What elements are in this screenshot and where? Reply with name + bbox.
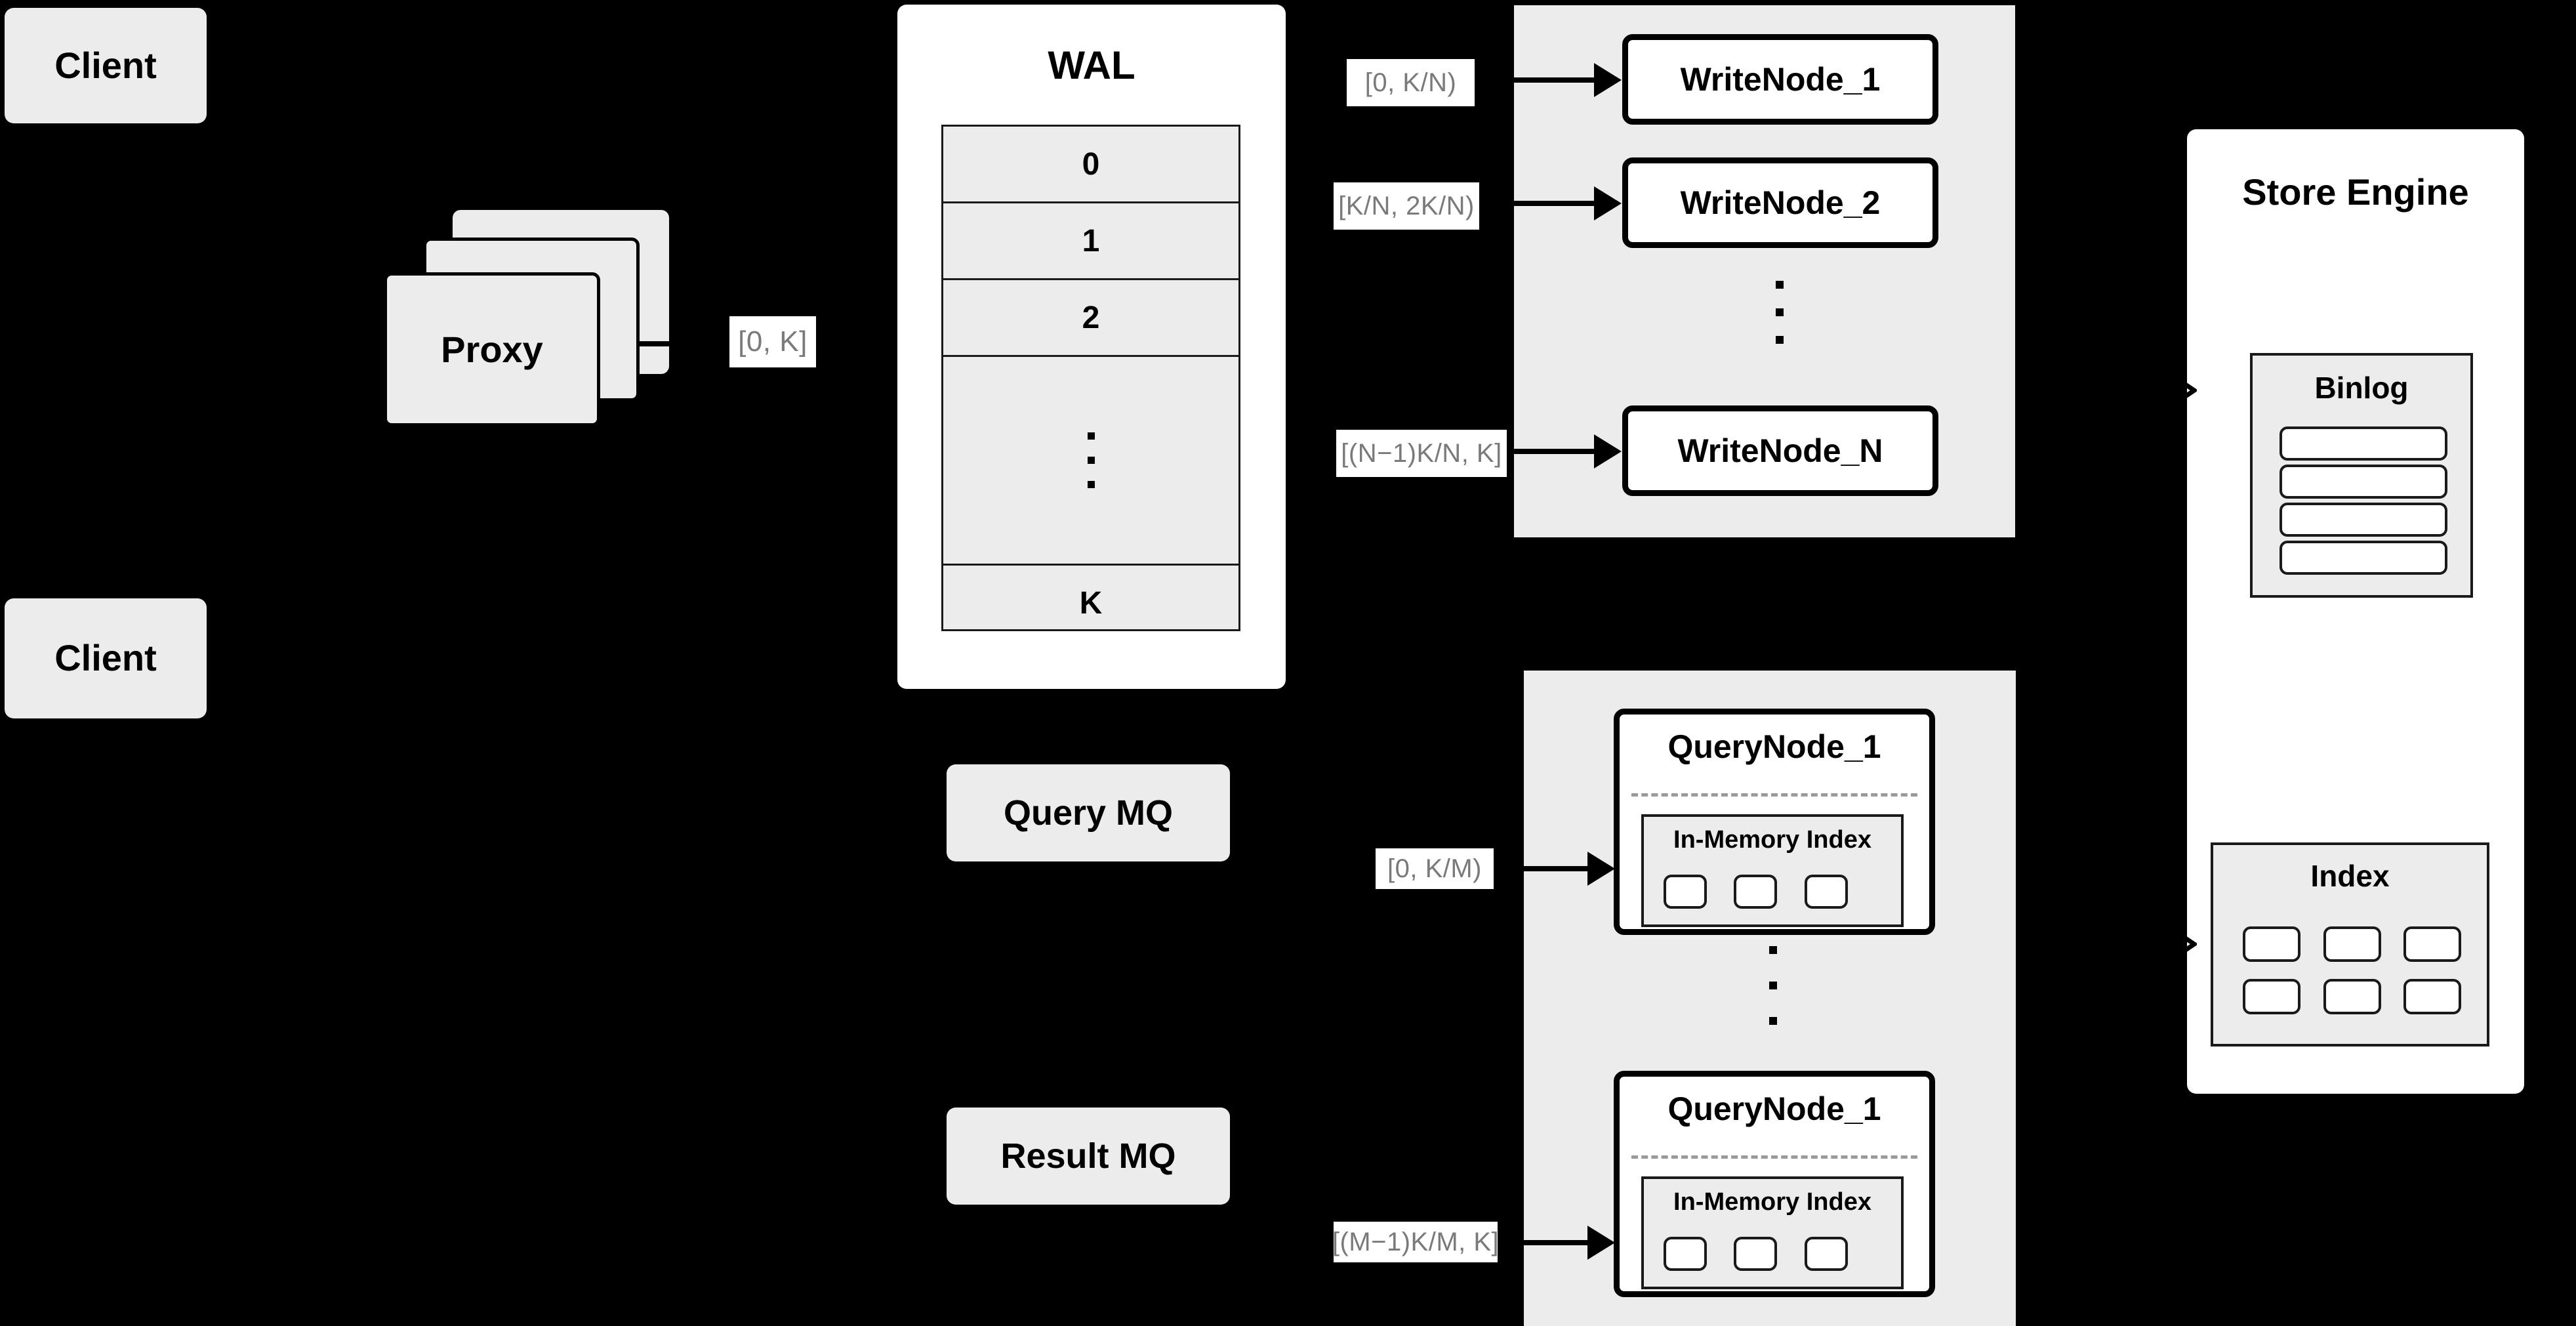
index-title: Index: [2310, 859, 2390, 893]
arrow-to-querynode-m: [1509, 1240, 1594, 1245]
binlog-title: Binlog: [2314, 371, 2409, 405]
wal-row-label: K: [1079, 585, 1103, 621]
index-box: Index: [2211, 842, 2489, 1046]
index-chip: [2323, 926, 2381, 962]
arrow-head-writenode-2: [1594, 186, 1622, 220]
ellipsis-dot: [1087, 481, 1095, 488]
arrow-to-writenode-n: [1509, 449, 1601, 454]
ellipsis-dot: [1769, 946, 1777, 954]
arrow-to-binlog: [2144, 388, 2173, 393]
wal-row-label: 1: [1082, 223, 1100, 259]
index-chip: [1805, 875, 1848, 909]
index-chip: [1734, 875, 1777, 909]
in-memory-index-title-2: In-Memory Index: [1673, 1188, 1871, 1216]
range-tag-writenode-n-text: [(N−1)K/N, K]: [1341, 438, 1502, 468]
wal-row: K: [943, 566, 1238, 640]
range-tag-querynode-m: [(M−1)K/M, K]: [1332, 1222, 1500, 1262]
wal-row: 0: [943, 127, 1238, 203]
range-tag-writenode-1-text: [0, K/N): [1364, 68, 1457, 97]
in-memory-index-box-1: In-Memory Index: [1641, 814, 1904, 927]
write-node-1-label: WriteNode_1: [1680, 61, 1881, 98]
range-tag-writenode-2-text: [K/N, 2K/N): [1338, 191, 1475, 220]
ellipsis-dot: [1776, 308, 1784, 316]
wal-row-label: 2: [1082, 300, 1100, 335]
arrow-to-writenode-1: [1509, 77, 1601, 83]
result-mq-node[interactable]: Result MQ: [947, 1108, 1230, 1205]
range-tag-proxy-to-wal: [0, K]: [729, 316, 816, 367]
write-node-n-label: WriteNode_N: [1677, 432, 1883, 469]
client-node-1-label: Client: [54, 44, 157, 86]
store-engine-panel: Store Engine Binlog Index: [2187, 129, 2524, 1094]
ellipsis-dot: [1769, 1017, 1777, 1025]
index-chip: [2403, 926, 2461, 962]
client-node-1[interactable]: Client: [5, 8, 207, 123]
ellipsis-dot: [1087, 432, 1095, 440]
arrow-head-writenode-n: [1594, 434, 1622, 468]
binlog-row: [2280, 541, 2447, 575]
ellipsis-dot: [1776, 336, 1784, 344]
ellipsis-dot: [1087, 457, 1095, 464]
in-memory-index-title-1: In-Memory Index: [1673, 826, 1871, 854]
range-tag-querynode-1: [0, K/M): [1376, 848, 1494, 889]
client-node-2[interactable]: Client: [5, 598, 207, 718]
binlog-row: [2280, 465, 2447, 499]
arrow-to-writenode-2: [1509, 201, 1601, 206]
write-node-2[interactable]: WriteNode_2: [1622, 157, 1938, 248]
index-chip: [2243, 926, 2300, 962]
query-node-1-label: QueryNode_1: [1667, 728, 1881, 765]
arrow-to-querynode-1: [1509, 866, 1594, 871]
range-tag-writenode-2: [K/N, 2K/N): [1334, 182, 1479, 230]
binlog-row: [2280, 426, 2447, 461]
proxy-node-label: Proxy: [441, 329, 543, 370]
query-mq-node[interactable]: Query MQ: [947, 764, 1230, 861]
arrow-head-writenode-1: [1594, 63, 1622, 97]
query-node-1-divider: [1631, 793, 1917, 797]
proxy-node[interactable]: Proxy: [384, 272, 600, 426]
write-node-2-label: WriteNode_2: [1680, 184, 1881, 221]
store-engine-title: Store Engine: [2242, 171, 2469, 213]
ellipsis-dot: [1776, 281, 1784, 289]
query-node-m-divider: [1631, 1155, 1917, 1159]
index-chip: [1664, 875, 1707, 909]
wal-row: 2: [943, 280, 1238, 357]
arrow-to-index: [2144, 942, 2173, 947]
index-chip: [1805, 1237, 1848, 1271]
wal-row-ellipsis: [943, 357, 1238, 566]
write-cluster-ellipsis: [1776, 281, 1784, 344]
index-chip: [1734, 1237, 1777, 1271]
wal-entry-list: 0 1 2 K: [941, 125, 1240, 631]
ellipsis-dot: [1769, 982, 1777, 989]
query-node-1[interactable]: QueryNode_1 In-Memory Index: [1614, 709, 1935, 935]
query-node-m-label: QueryNode_1: [1667, 1090, 1881, 1127]
range-tag-proxy-to-wal-text: [0, K]: [738, 325, 808, 358]
arrow-head-querynode-1: [1587, 852, 1615, 886]
query-mq-label: Query MQ: [1003, 793, 1174, 833]
wal-row-label: 0: [1082, 146, 1100, 182]
index-chip: [2243, 979, 2300, 1014]
proxy-connector-stub: [640, 341, 669, 346]
wal-panel: WAL 0 1 2 K: [897, 5, 1286, 689]
range-tag-writenode-1: [0, K/N): [1347, 59, 1475, 106]
index-chip: [2403, 979, 2461, 1014]
result-mq-label: Result MQ: [1000, 1136, 1176, 1176]
wal-row: 1: [943, 203, 1238, 280]
in-memory-index-box-2: In-Memory Index: [1641, 1176, 1904, 1289]
write-node-1[interactable]: WriteNode_1: [1622, 34, 1938, 125]
query-cluster-ellipsis: [1769, 946, 1777, 1025]
query-node-m[interactable]: QueryNode_1 In-Memory Index: [1614, 1071, 1935, 1297]
index-chip: [1664, 1237, 1707, 1271]
range-tag-writenode-n: [(N−1)K/N, K]: [1336, 430, 1507, 477]
client-node-2-label: Client: [54, 637, 157, 679]
binlog-box: Binlog: [2250, 353, 2473, 598]
range-tag-querynode-1-text: [0, K/M): [1387, 854, 1482, 883]
binlog-row: [2280, 503, 2447, 537]
index-chip: [2323, 979, 2381, 1014]
write-node-n[interactable]: WriteNode_N: [1622, 405, 1938, 496]
range-tag-querynode-m-text: [(M−1)K/M, K]: [1332, 1227, 1500, 1256]
wal-panel-title: WAL: [1048, 43, 1135, 87]
arrow-head-querynode-m: [1587, 1226, 1615, 1260]
